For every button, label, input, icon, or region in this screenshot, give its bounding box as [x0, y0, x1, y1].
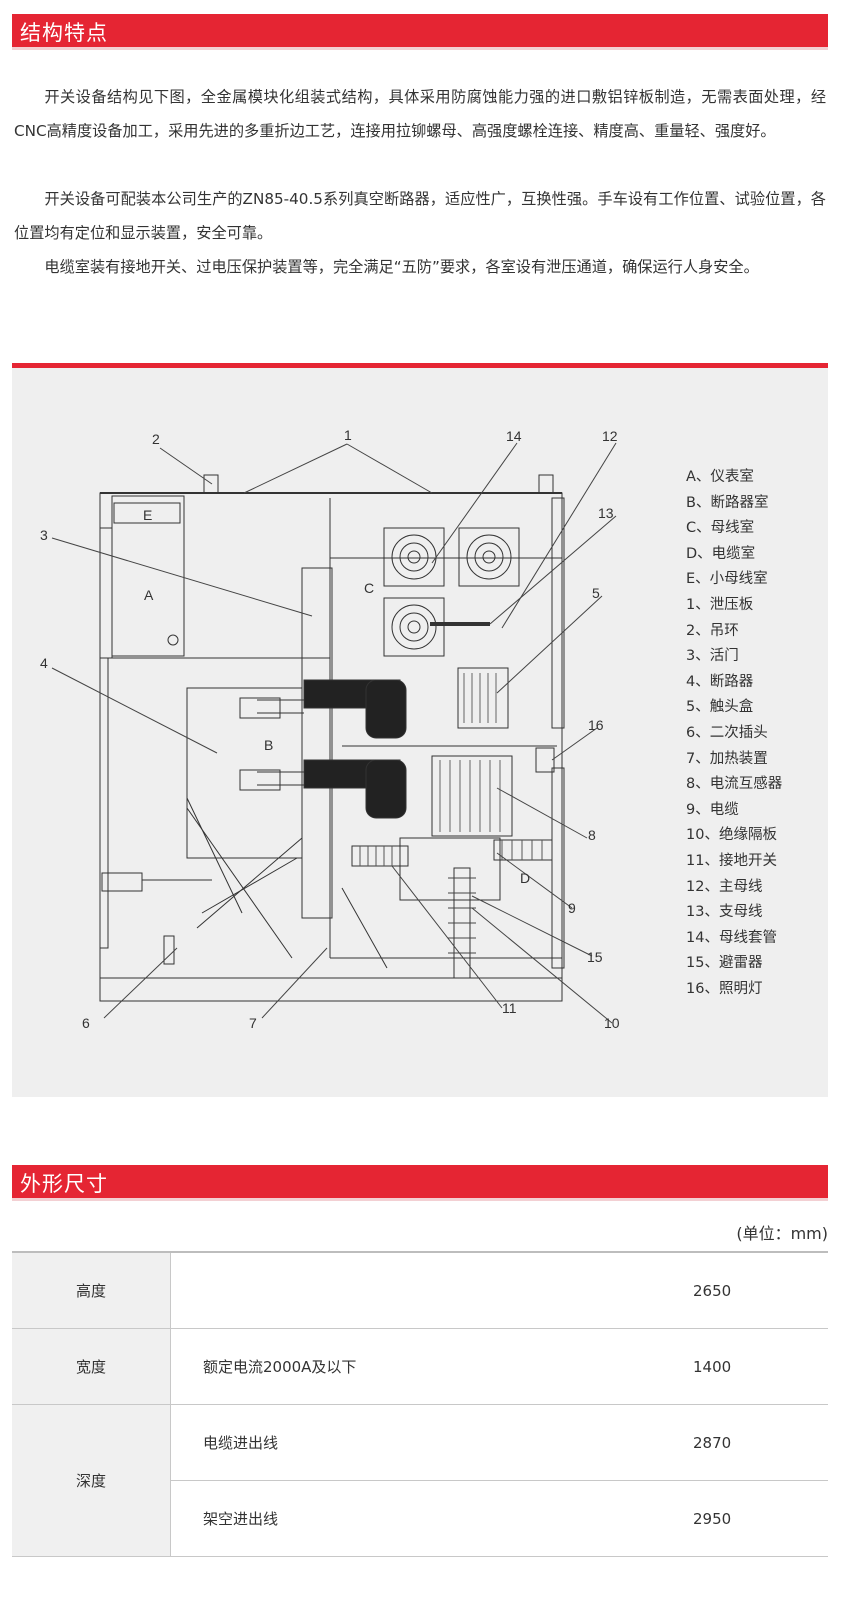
legend-item: C、母线室 [686, 520, 755, 537]
legend-item: D、电缆室 [686, 545, 756, 562]
section-header-dimensions: 外形尺寸 [12, 1165, 828, 1201]
row-condition [170, 1251, 503, 1329]
section-title: 外形尺寸 [20, 1172, 108, 1196]
legend-item: B、断路器室 [686, 494, 769, 511]
structure-diagram: 2 1 3 4 14 12 13 5 16 8 9 15 6 7 11 10 E… [12, 368, 828, 1097]
section-title: 结构特点 [20, 21, 108, 45]
unit-label: (单位：mm) [736, 1224, 828, 1243]
room-D: D [520, 870, 530, 886]
callout-15: 15 [587, 949, 603, 965]
callout-3: 3 [40, 527, 48, 543]
diagram-legend: A、仪表室 B、断路器室 C、母线室 D、电缆室 E、小母线室 1、泄压板 2、… [686, 465, 826, 1002]
legend-item: 1、泄压板 [686, 596, 754, 613]
dimensions-table: 高度 2650 宽度 额定电流2000A及以下 1400 深度 电缆进出线 28… [12, 1251, 828, 1557]
legend-item: 8、电流互感器 [686, 776, 783, 793]
legend-item: 14、母线套管 [686, 929, 777, 946]
callout-9: 9 [568, 900, 576, 916]
table-row: 深度 电缆进出线 2870 [12, 1404, 828, 1557]
row-label: 宽度 [12, 1328, 171, 1405]
table-row: 高度 2650 [12, 1251, 828, 1329]
row-value: 2650 [503, 1251, 828, 1329]
paragraph-2: 开关设备可配装本公司生产的ZN85-40.5系列真空断路器，适应性广，互换性强。… [14, 190, 826, 242]
legend-item: 7、加热装置 [686, 750, 768, 767]
legend-item: 11、接地开关 [686, 852, 777, 869]
legend-item: E、小母线室 [686, 571, 768, 588]
callout-10: 10 [604, 1015, 620, 1031]
paragraph-1: 开关设备结构见下图，全金属模块化组装式结构，具体采用防腐蚀能力强的进口敷铝锌板制… [14, 88, 826, 140]
switchgear-drawing: 2 1 3 4 14 12 13 5 16 8 9 15 6 7 11 10 E… [40, 427, 620, 1031]
room-B: B [264, 737, 273, 753]
legend-item: 3、活门 [686, 648, 739, 665]
legend-item: 12、主母线 [686, 878, 763, 895]
legend-item: 5、触头盒 [686, 699, 754, 716]
legend-item: 10、绝缘隔板 [686, 827, 777, 844]
row-condition: 额定电流2000A及以下 [170, 1328, 503, 1405]
legend-item: 16、照明灯 [686, 980, 763, 997]
callout-5: 5 [592, 585, 600, 601]
legend-item: 6、二次插头 [686, 724, 768, 741]
table-row: 架空进出线 2950 [12, 1480, 828, 1557]
callout-1: 1 [344, 427, 352, 443]
callout-14: 14 [506, 428, 522, 444]
table-row: 宽度 额定电流2000A及以下 1400 [12, 1328, 828, 1405]
callout-13: 13 [598, 505, 614, 521]
legend-item: 15、避雷器 [686, 955, 763, 972]
callout-7: 7 [249, 1015, 257, 1031]
legend-item: 13、支母线 [686, 904, 763, 921]
callout-6: 6 [82, 1015, 90, 1031]
row-value: 2870 [503, 1404, 828, 1481]
row-label: 深度 [12, 1404, 171, 1557]
legend-item: 2、吊环 [686, 622, 739, 639]
callout-8: 8 [588, 827, 596, 843]
room-E: E [143, 507, 152, 523]
section-header-structure: 结构特点 [12, 14, 828, 50]
legend-item: A、仪表室 [686, 469, 754, 485]
callout-16: 16 [588, 717, 604, 733]
callout-4: 4 [40, 655, 48, 671]
callout-11: 11 [502, 1000, 517, 1016]
legend-item: 4、断路器 [686, 673, 754, 690]
row-condition: 架空进出线 [170, 1480, 503, 1557]
diagram-top-border [12, 363, 828, 368]
room-C: C [364, 580, 374, 596]
row-value: 2950 [503, 1480, 828, 1557]
row-condition: 电缆进出线 [170, 1404, 503, 1481]
paragraph-3: 电缆室装有接地开关、过电压保护装置等，完全满足“五防”要求，各室设有泄压通道，确… [44, 258, 759, 276]
callout-12: 12 [602, 428, 618, 444]
callout-2: 2 [152, 431, 160, 447]
row-value: 1400 [503, 1328, 828, 1405]
row-label: 高度 [12, 1251, 171, 1329]
room-A: A [144, 587, 154, 603]
legend-item: 9、电缆 [686, 801, 739, 818]
